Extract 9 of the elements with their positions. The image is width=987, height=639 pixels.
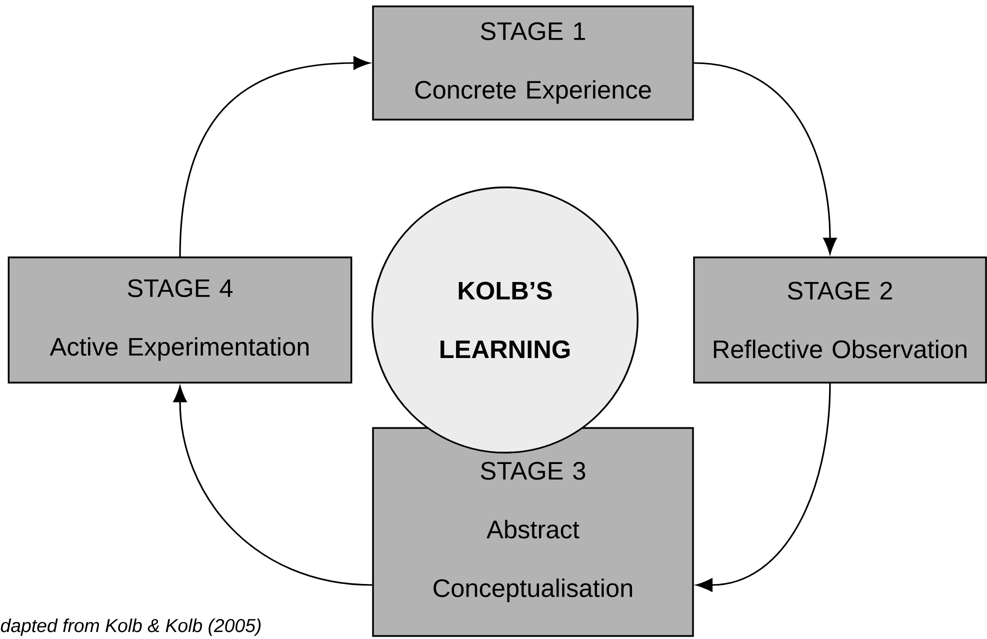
- stage-box: STAGE 2 Reflective Observation: [693, 256, 987, 384]
- caption: dapted from Kolb & Kolb (2005): [0, 618, 261, 636]
- arrow: [696, 384, 831, 592]
- stage-box: STAGE 4 Active Experimentation: [8, 256, 352, 384]
- arrow: [173, 386, 372, 586]
- stage-box: STAGE 3 Abstract Conceptualisation: [372, 427, 694, 637]
- arrow: [179, 56, 370, 256]
- arrow: [694, 62, 837, 254]
- stage-box: STAGE 1 Concrete Experience: [372, 5, 694, 121]
